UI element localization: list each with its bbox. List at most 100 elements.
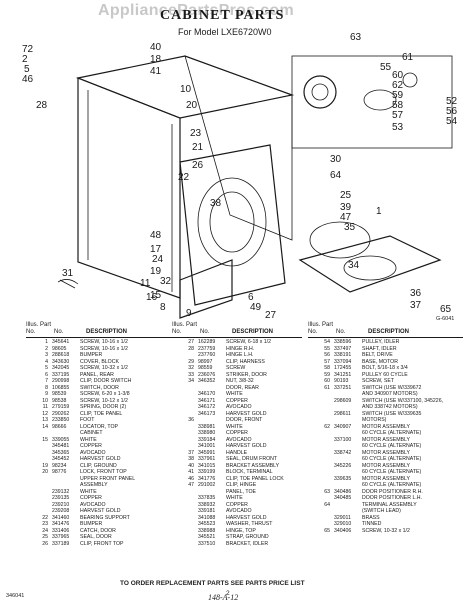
part-number: 342045 [52, 365, 70, 371]
part-description: WHITE [80, 436, 97, 443]
part-number: 345641 [52, 339, 70, 345]
part-description: MOTOR ASSEMBLY [362, 423, 410, 430]
callout-label: 56 [446, 106, 458, 117]
part-number: 346170 [198, 391, 216, 397]
parts-row: AND 338742 MOTORS) [308, 404, 463, 411]
part-number: 337100 [334, 436, 352, 443]
header-part-no: No. [54, 329, 64, 335]
part-description: HINGE, TOP [226, 527, 256, 534]
parts-row: PANEL, TOE [172, 489, 302, 496]
part-description: WHITE [226, 495, 243, 501]
callout-label: 9 [186, 308, 192, 319]
order-footer: TO ORDER REPLACEMENT PARTS SEE PARTS PRI… [120, 580, 305, 587]
part-number: 290998 [52, 378, 70, 384]
part-number: 279159 [52, 404, 70, 410]
part-description: MOTOR ASSEMBLY [362, 475, 410, 482]
parts-row: CABINET [26, 430, 174, 437]
illus-number: 38 [188, 456, 194, 462]
illus-number: 56 [324, 352, 330, 358]
part-description: BASE, MOTOR [362, 358, 398, 365]
part-number: 340486 [334, 488, 352, 495]
part-description: LOCK, FRONT TOP [80, 469, 127, 475]
illus-number: 15 [42, 436, 48, 443]
illus-number: 12 [42, 410, 48, 417]
part-description: CATCH, DOOR [80, 527, 116, 534]
part-description: DOOR, FRONT [226, 417, 263, 423]
part-number: 338988 [198, 527, 216, 534]
illus-number: 3 [45, 352, 48, 358]
callout-label: 37 [410, 300, 422, 311]
part-description: AVOCADO [226, 436, 252, 443]
callout-label: 2 [22, 54, 28, 65]
part-description: COPPER [226, 430, 248, 436]
callout-label: 30 [330, 154, 342, 165]
part-number: 98666 [52, 423, 67, 430]
part-description: SWITCH (USE W/339672 [362, 384, 422, 391]
illus-number: 40 [188, 462, 194, 469]
callout-label: 6 [248, 292, 254, 303]
part-description: SCREW [226, 365, 246, 371]
part-description: AND 338742 MOTORS) [362, 404, 418, 410]
page-subtitle: For Model LXE6720W0 [178, 27, 272, 37]
part-description: BUMPER [80, 352, 103, 358]
illus-number: 8 [45, 384, 48, 391]
part-number: 290262 [52, 410, 70, 417]
header-description: DESCRIPTION [368, 329, 410, 335]
callout-label: 5 [24, 64, 30, 75]
document-number: 346041 [6, 593, 25, 599]
illus-number: 34 [188, 378, 194, 384]
parts-row: 60 CYCLE (ALTERNATE) [308, 430, 463, 437]
part-number: 162289 [198, 339, 216, 345]
illus-number: 63 [324, 488, 330, 495]
part-number: 339181 [198, 508, 216, 514]
toe-panel-shape [179, 259, 233, 319]
callout-label: 52 [446, 96, 458, 107]
part-number: 329010 [334, 521, 352, 527]
part-number: 339184 [198, 436, 216, 443]
part-number: 338191 [334, 352, 352, 358]
illus-number: 65 [324, 527, 330, 534]
callout-label: 23 [190, 128, 202, 139]
callout-label: 36 [410, 288, 422, 299]
part-number: 337189 [52, 540, 70, 547]
callout-label: 26 [192, 160, 204, 171]
illus-number: 47 [188, 482, 194, 488]
part-number: 338742 [334, 449, 352, 456]
callout-label: 18 [150, 54, 162, 65]
part-description: PULLEY, IDLER [362, 339, 400, 345]
illus-number: 10 [42, 397, 48, 404]
part-description: STRIKER, DOOR [226, 371, 267, 378]
part-description: CLIP, DOOR SWITCH [80, 378, 132, 384]
parts-header: Illus. Part No.No.DESCRIPTION [308, 322, 463, 336]
header-illus: Illus. Part [26, 322, 52, 328]
part-number: 298611 [334, 410, 351, 417]
part-description: SCREW, 6-20 x 1-3/8 [80, 391, 130, 397]
part-number: 343630 [52, 358, 70, 365]
part-description: COVER, BLOCK [80, 358, 119, 365]
part-description: HARVEST GOLD [80, 456, 121, 462]
callout-label: 25 [340, 190, 352, 201]
callout-label: 62 [392, 80, 404, 91]
callout-label: 53 [392, 122, 404, 133]
part-description: SWITCH, DOOR [80, 384, 119, 391]
callout-label: 1 [376, 206, 382, 217]
part-description: SHAFT, IDLER [362, 345, 397, 352]
